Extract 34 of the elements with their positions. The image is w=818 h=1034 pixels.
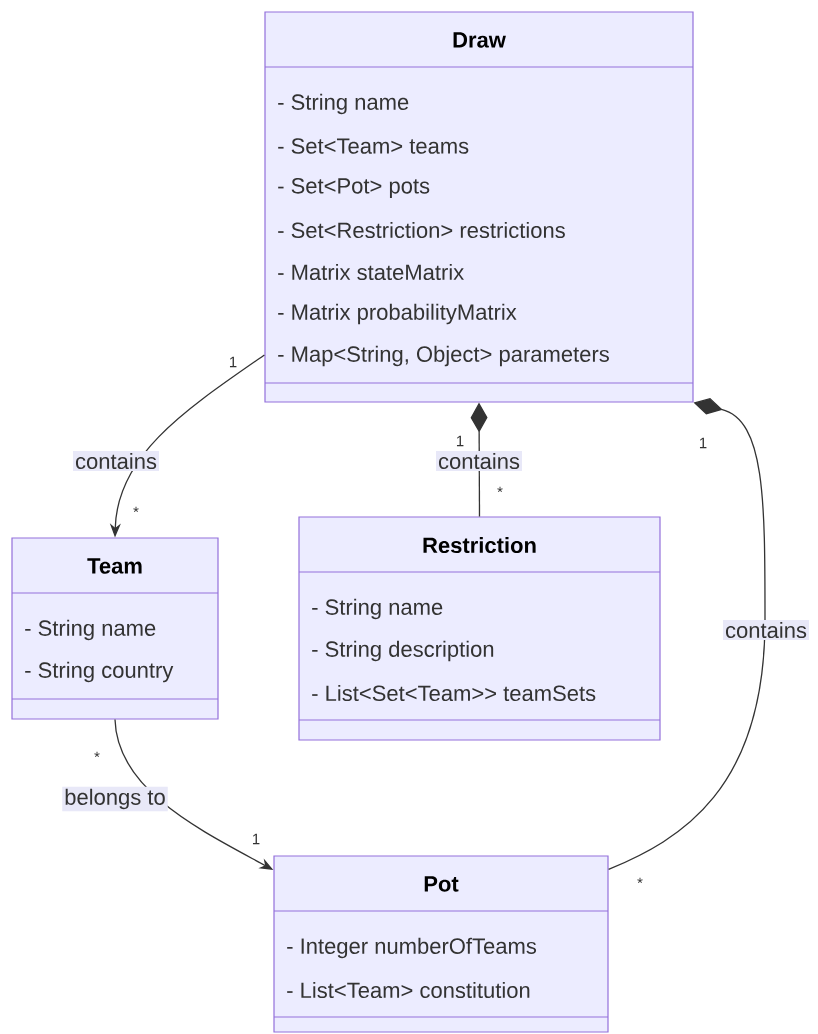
- attribute-text: - Set<Team> teams: [278, 138, 469, 154]
- class-box: [264, 11, 694, 403]
- multiplicity-label: *: [133, 506, 139, 513]
- attribute-text: - String name: [25, 619, 156, 641]
- attribute-text: - Matrix probabilityMatrix: [278, 303, 517, 325]
- attribute-text: - String description: [312, 640, 494, 662]
- multiplicity-label: 1: [699, 437, 707, 449]
- multiplicity-label: *: [94, 751, 100, 758]
- attribute-text: - String name: [278, 93, 409, 115]
- edge-label: contains: [723, 619, 809, 641]
- attribute-text: - Map<String, Object> parameters: [278, 345, 609, 367]
- attribute-text: - Set<Pot> pots: [278, 178, 430, 198]
- multiplicity-label: 1: [456, 435, 464, 447]
- edge-label: contains: [436, 450, 522, 472]
- attribute-text: - Set<Restriction> restrictions: [278, 221, 565, 239]
- attribute-text: - List<Set<Team>> teamSets: [312, 684, 596, 702]
- multiplicity-label: 1: [252, 833, 260, 845]
- attribute-text: - Matrix stateMatrix: [278, 263, 464, 281]
- attribute-text: - List<Team> constitution: [287, 981, 530, 999]
- multiplicity-label: *: [637, 877, 643, 884]
- attribute-text: - Integer numberOfTeams: [287, 937, 537, 959]
- multiplicity-label: *: [497, 486, 503, 493]
- edge-label: contains: [73, 450, 159, 472]
- class-name: Draw: [453, 32, 506, 48]
- attribute-text: - String name: [312, 598, 443, 620]
- attribute-text: - String country: [25, 661, 174, 683]
- class-box: [273, 855, 609, 1033]
- class-name: Restriction: [423, 536, 536, 554]
- class-name: Team: [87, 558, 142, 574]
- class-box: [298, 516, 661, 741]
- edge-label: belongs to: [62, 786, 168, 812]
- class-name: Pot: [424, 876, 459, 892]
- multiplicity-label: 1: [229, 356, 237, 368]
- class-box: [11, 537, 219, 720]
